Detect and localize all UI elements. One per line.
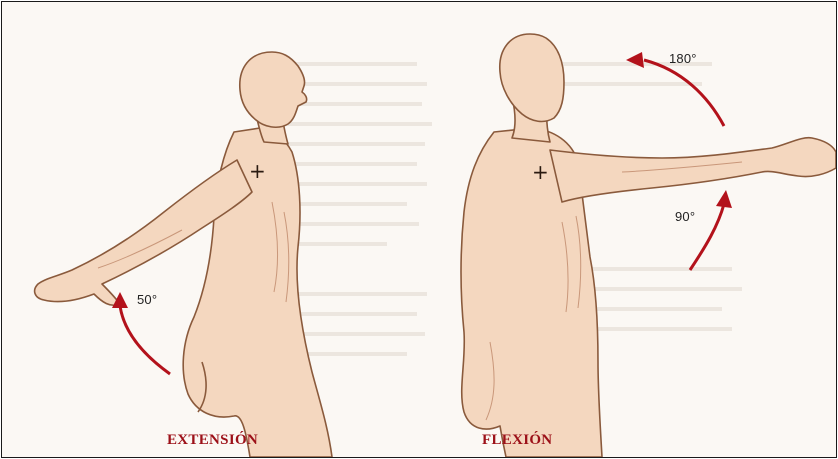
curved-arrow-up-icon (716, 190, 732, 208)
flexion-head (500, 34, 564, 121)
extension-caption: EXTENSIÓN (167, 432, 258, 449)
extension-angle-label: 50° (137, 292, 157, 307)
extension-shoulder-marker: + (249, 161, 266, 181)
flexion-angle-low-label: 90° (675, 209, 695, 224)
flexion-angle-high-label: 180° (669, 51, 697, 66)
curved-arrow-up-left-icon (626, 52, 644, 68)
flexion-caption: FLEXIÓN (482, 432, 552, 449)
flexion-arrow-high (644, 60, 724, 126)
flexion-shoulder-marker: + (532, 162, 549, 182)
flexion-arm (550, 138, 836, 202)
